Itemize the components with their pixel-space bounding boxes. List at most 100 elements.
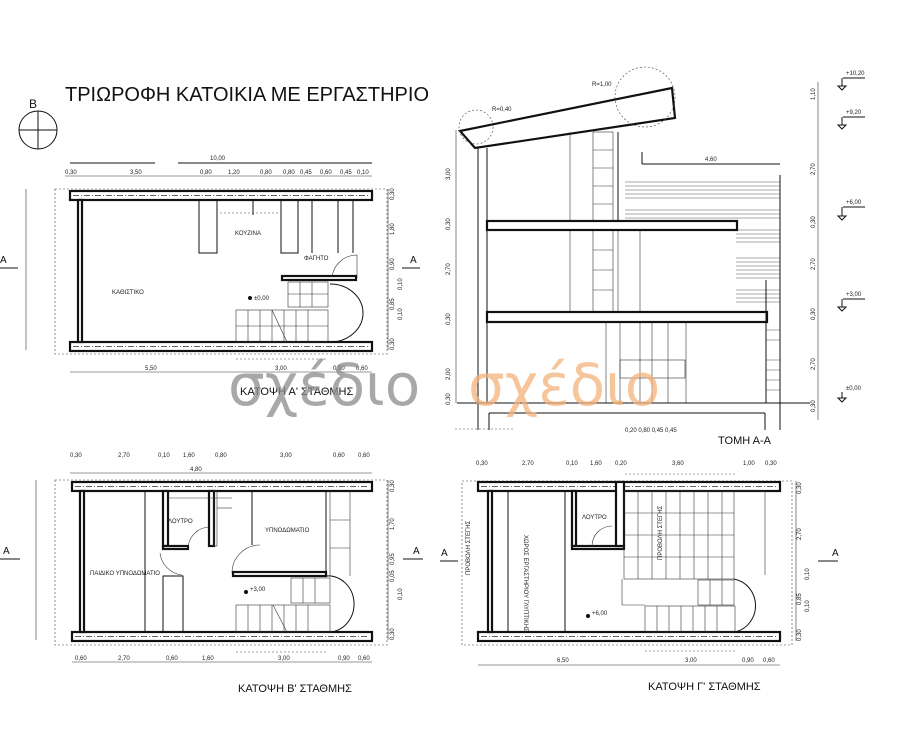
dim: 2,70 xyxy=(811,163,817,175)
dim: 0,60 xyxy=(763,658,775,664)
room-label-roof-projection: ΠΡΟΒΟΛΗ ΣΤΕΓΗΣ xyxy=(658,505,664,560)
dim: 0,80 xyxy=(200,170,212,176)
dim: 0,90 xyxy=(333,366,345,372)
dim: 0,85 xyxy=(797,593,803,605)
level-markers: +10,20 +9,20 +6,00 +3,00 ±0,00 xyxy=(836,71,865,403)
dim: 0,90 xyxy=(390,258,396,270)
dim: 0,45 xyxy=(340,170,352,176)
dim: 1,00 xyxy=(743,461,755,467)
level-label: +9,20 xyxy=(846,110,862,116)
room-label-dining: ΦΑΓΗΤΟ xyxy=(304,256,329,262)
section-marker: Α xyxy=(413,546,420,557)
room-label-living: ΚΑΘΙΣΤΙΚΟ xyxy=(112,290,144,296)
dim: 0,30 xyxy=(446,313,452,325)
sheet-title: ΤΡΙΩΡΟΦΗ ΚΑΤΟΙΚΙΑ ΜΕ ΕΡΓΑΣΤΗΡΙΟ xyxy=(65,84,429,106)
section-marker: Α xyxy=(410,255,417,266)
plan-level-a: 10,00 0,30 3,50 0,80 1,20 0,80 0,80 0,45… xyxy=(0,156,420,398)
dim: 2,70 xyxy=(797,528,803,540)
dim: 2,00 xyxy=(446,368,452,380)
dim: 0,30 xyxy=(446,218,452,230)
dim: 0,60 xyxy=(320,170,332,176)
dim: 0,60 xyxy=(358,656,370,662)
dim: 0,30 xyxy=(811,400,817,412)
dim: 1,10 xyxy=(811,88,817,100)
dim: 0,60 xyxy=(333,453,345,459)
watermark-right: σχέδιο xyxy=(468,351,660,419)
dim: 0,30 xyxy=(797,629,803,641)
room-label-bathroom: ΛΟΥΤΡΟ xyxy=(582,515,607,521)
dim: 0,30 xyxy=(446,393,452,405)
dim: 1,60 xyxy=(202,656,214,662)
radius-label: R=1,00 xyxy=(592,82,612,88)
dim: 0,10 xyxy=(805,600,811,612)
dim: 5,50 xyxy=(145,366,157,372)
dim: 2,70 xyxy=(522,461,534,467)
dim: 0,10 xyxy=(158,453,170,459)
dim: 0,30 xyxy=(70,453,82,459)
dim: 0,90 xyxy=(338,656,350,662)
dim: 0,85 xyxy=(390,298,396,310)
dim: 0,10 xyxy=(357,170,369,176)
dim: 0,10 xyxy=(805,568,811,580)
dim: 0,05 xyxy=(390,570,396,582)
dim: 0,30 xyxy=(390,628,396,640)
dim: 0,30 xyxy=(390,480,396,492)
section-marker: Α xyxy=(441,548,448,559)
dim: 1,60 xyxy=(590,461,602,467)
dim: 2,70 xyxy=(118,453,130,459)
plan-level-b: 0,30 2,70 0,10 1,60 0,80 3,00 0,60 0,60 … xyxy=(0,453,423,695)
dim: 0,80 xyxy=(283,170,295,176)
room-label-bathroom: ΛΟΥΤΡΟ xyxy=(168,519,193,525)
dim-total: 10,00 xyxy=(210,156,226,162)
dim: 0,95 xyxy=(390,553,396,565)
level-marker-icon: +3,00 xyxy=(836,292,865,312)
dim: 2,70 xyxy=(811,258,817,270)
dim: 0,30 xyxy=(811,216,817,228)
plan-title-c: ΚΑΤΟΨΗ Γ' ΣΤΑΘΜΗΣ xyxy=(648,681,761,693)
dim: 0,45 xyxy=(300,170,312,176)
dim: 0,30 xyxy=(390,188,396,200)
dim: 0,80 xyxy=(215,453,227,459)
section-a-a: R=0,40 R=1,00 xyxy=(446,66,865,447)
dim: 0,60 xyxy=(166,656,178,662)
watermark-left: σχέδιο xyxy=(228,351,420,419)
dim: 1,80 xyxy=(390,223,396,235)
room-label-kitchen: ΚΟΥΖΙΝΑ xyxy=(235,231,261,237)
level-marker-icon: +10,20 xyxy=(836,71,865,91)
plan-title-a: ΚΑΤΟΨΗ Α' ΣΤΑΘΜΗΣ xyxy=(240,386,353,398)
section-title: ΤΟΜΗ Α-Α xyxy=(718,435,772,447)
level-label: +3,00 xyxy=(846,292,862,298)
dim: 4,80 xyxy=(190,467,202,473)
dim: 0,80 xyxy=(260,170,272,176)
dims-bottom: 0,20 0,80 0,45 0,45 xyxy=(625,428,677,434)
dim: 0,30 xyxy=(476,461,488,467)
dim: 1,20 xyxy=(228,170,240,176)
dim: 0,20 xyxy=(615,461,627,467)
dim: 0,60 xyxy=(358,453,370,459)
dim: 3,60 xyxy=(672,461,684,467)
level-mark: +6,00 xyxy=(592,611,608,617)
level-mark: ±0,00 xyxy=(254,296,270,302)
dim: 3,00 xyxy=(278,656,290,662)
dim: 0,30 xyxy=(65,170,77,176)
dim: 0,60 xyxy=(75,656,87,662)
north-arrow-icon: Β xyxy=(18,97,58,150)
dim: 3,50 xyxy=(130,170,142,176)
dim: 0,60 xyxy=(356,366,368,372)
level-marker-icon: ±0,00 xyxy=(836,386,862,403)
dim: 3,00 xyxy=(685,658,697,664)
room-label-roof-projection: ΠΡΟΒΟΛΗ ΣΤΕΓΗΣ xyxy=(466,520,472,575)
level-marker-icon: +9,20 xyxy=(836,110,865,130)
radius-label: R=0,40 xyxy=(492,107,512,113)
level-marker-icon: +6,00 xyxy=(836,200,865,221)
dim: 3,00 xyxy=(280,453,292,459)
level-label: ±0,00 xyxy=(846,386,862,392)
dim: 0,30 xyxy=(765,461,777,467)
dim: 0,10 xyxy=(566,461,578,467)
dim: 1,60 xyxy=(183,453,195,459)
level-label: +6,00 xyxy=(846,200,862,206)
section-marker: Α xyxy=(3,546,10,557)
room-label-kids-bedroom: ΠΑΙΔΙΚΟ ΥΠΝΟΔΩΜΑΤΙΟ xyxy=(90,571,160,577)
north-label: Β xyxy=(29,97,37,111)
